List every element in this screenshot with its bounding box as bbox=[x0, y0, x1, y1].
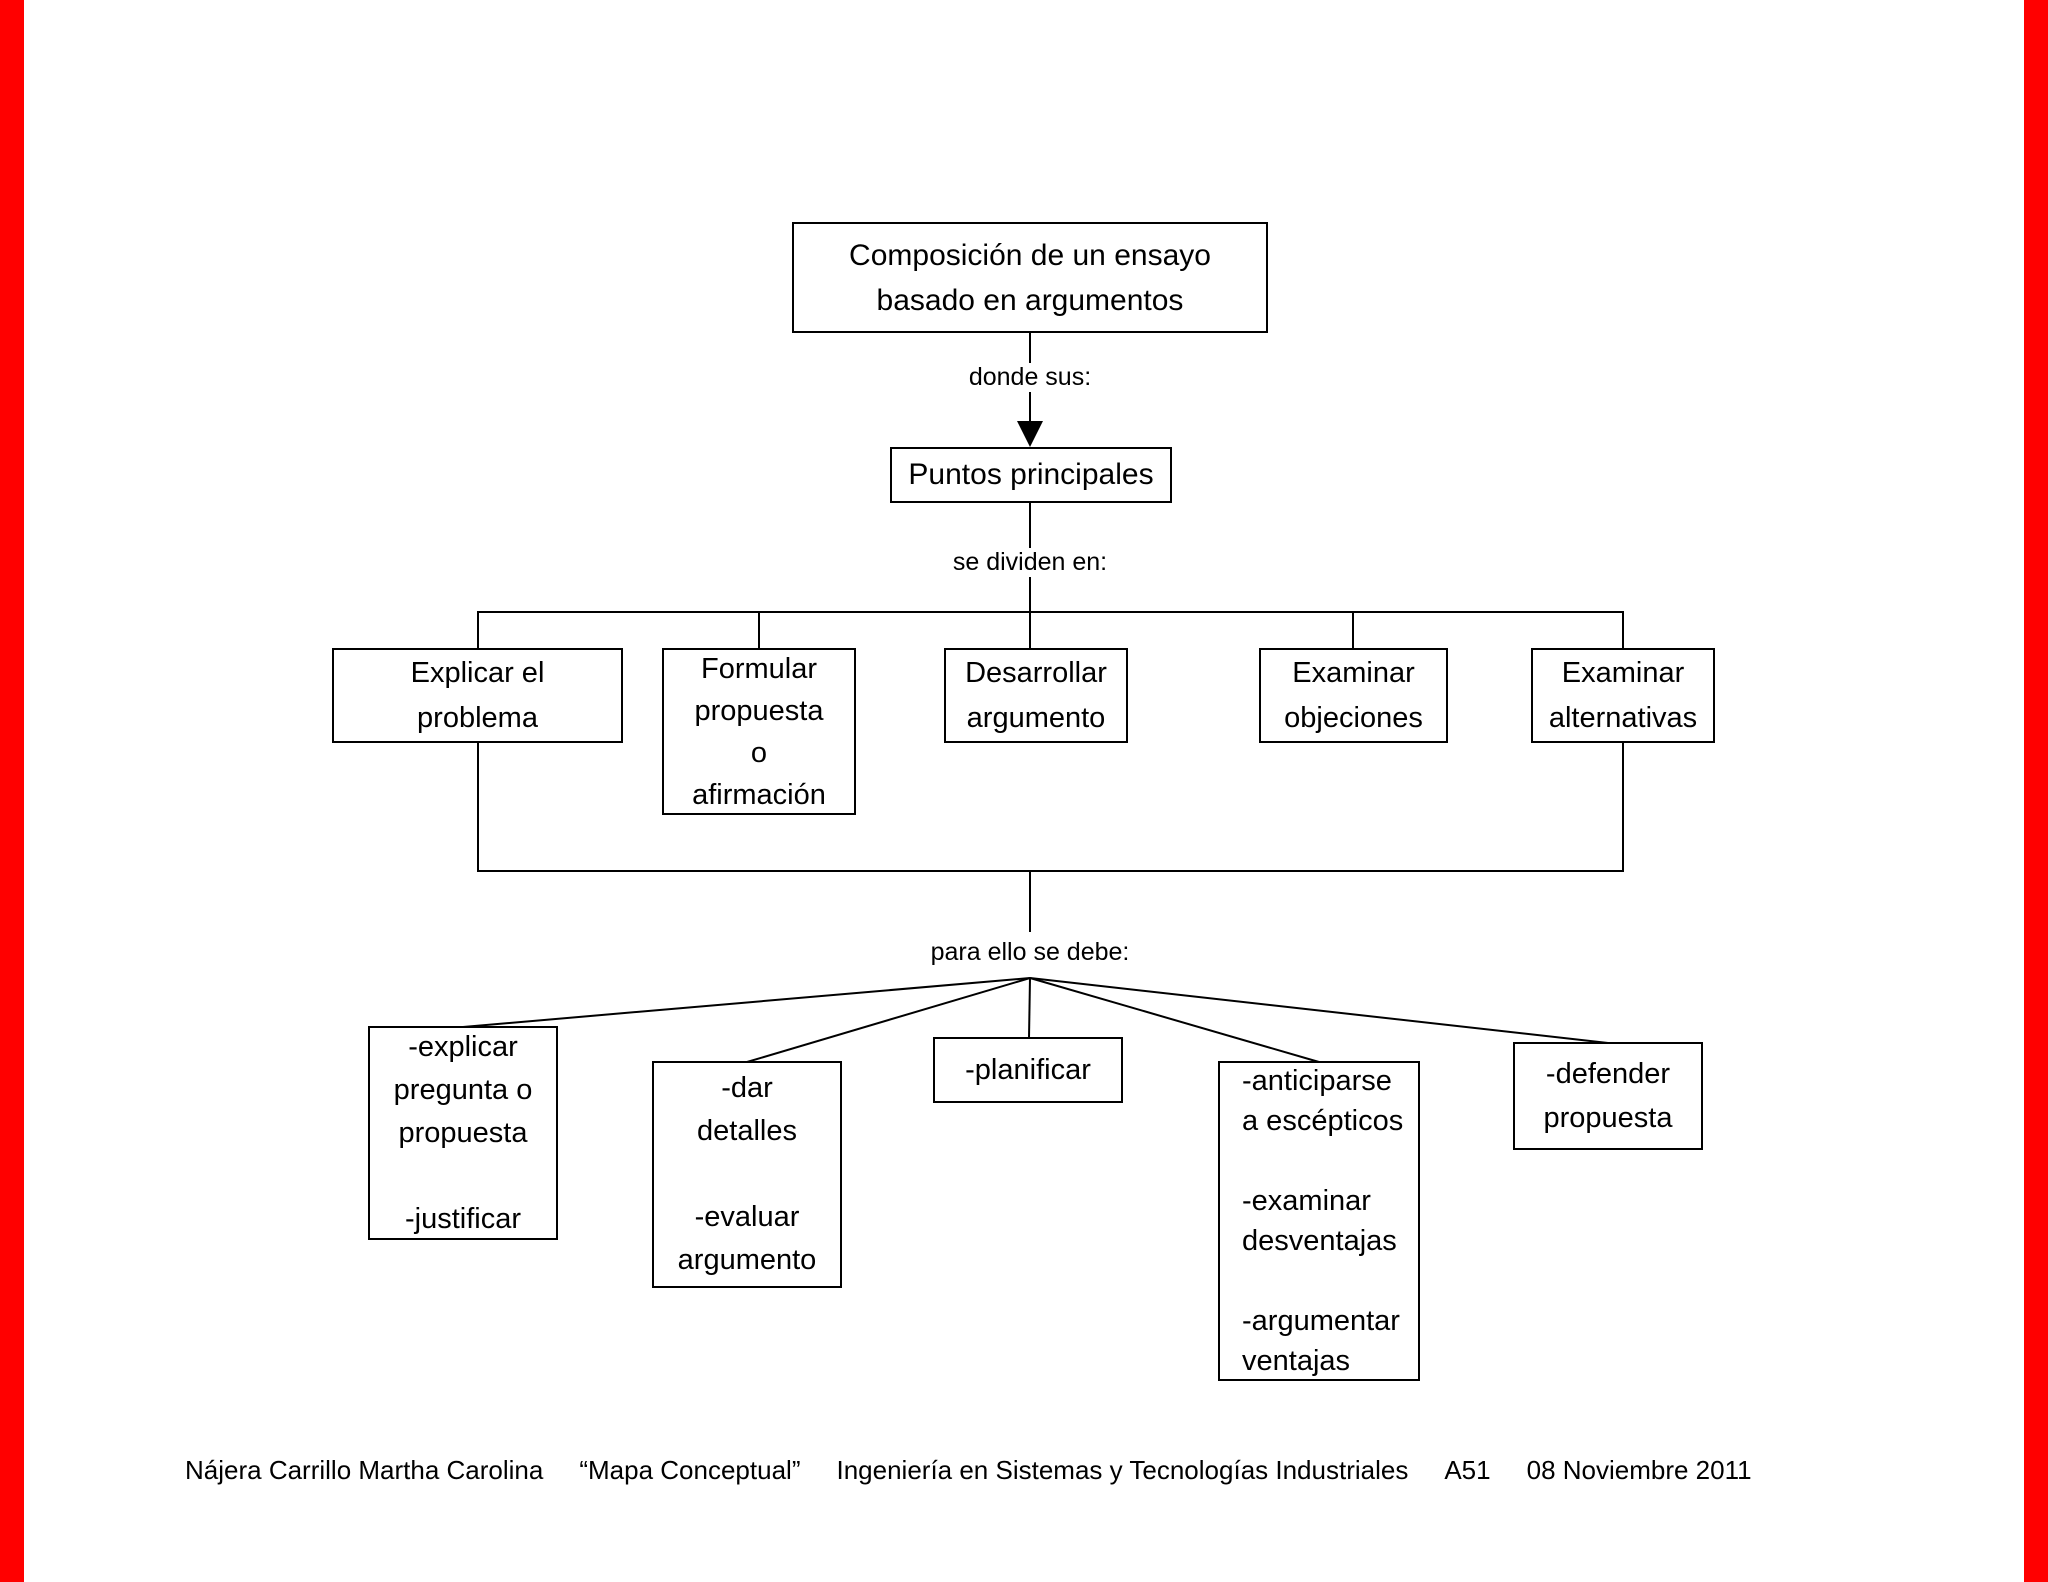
footer-credit-line: Nájera Carrillo Martha Carolina “Mapa Co… bbox=[185, 1455, 1752, 1486]
branch-node-examinar-objeciones: Examinar objeciones bbox=[1259, 648, 1448, 743]
main-points-node: Puntos principales bbox=[890, 447, 1172, 503]
branch-bus-line bbox=[477, 611, 1624, 613]
link-label-se-dividen: se dividen en: bbox=[944, 548, 1116, 577]
action-node-anticiparse: -anticiparse a escépticos -examinar desv… bbox=[1218, 1061, 1420, 1381]
branch-node-desarrollar-argumento: Desarrollar argumento bbox=[944, 648, 1128, 743]
link-label-para-ello: para ello se debe: bbox=[922, 938, 1138, 967]
right-edge-bar bbox=[2024, 0, 2048, 1582]
gather-line-left bbox=[477, 743, 479, 872]
branch-tick-5 bbox=[1622, 611, 1624, 649]
gather-center-line bbox=[1029, 870, 1031, 932]
root-node: Composición de un ensayo basado en argum… bbox=[792, 222, 1268, 333]
left-edge-bar bbox=[0, 0, 24, 1582]
gather-bus-line bbox=[477, 870, 1624, 872]
link-label-donde-sus: donde sus: bbox=[960, 363, 1100, 392]
branch-node-explicar-problema: Explicar el problema bbox=[332, 648, 623, 743]
gather-line-right bbox=[1622, 743, 1624, 872]
footer-author: Nájera Carrillo Martha Carolina bbox=[185, 1455, 544, 1485]
footer-program: Ingeniería en Sistemas y Tecnologías Ind… bbox=[836, 1455, 1409, 1485]
arrowhead-down-icon bbox=[1017, 421, 1043, 447]
branch-node-examinar-alternativas: Examinar alternativas bbox=[1531, 648, 1715, 743]
branch-tick-1 bbox=[477, 611, 479, 649]
action-node-explicar-justificar: -explicar pregunta o propuesta -justific… bbox=[368, 1026, 558, 1240]
branch-tick-4 bbox=[1352, 611, 1354, 649]
action-node-defender-propuesta: -defender propuesta bbox=[1513, 1042, 1703, 1150]
action-node-dar-detalles: -dar detalles -evaluar argumento bbox=[652, 1061, 842, 1288]
footer-group: A51 bbox=[1444, 1455, 1491, 1485]
branch-tick-3 bbox=[1029, 611, 1031, 649]
action-node-planificar: -planificar bbox=[933, 1037, 1123, 1103]
branch-tick-2 bbox=[758, 611, 760, 649]
footer-title: “Mapa Conceptual” bbox=[579, 1455, 801, 1485]
branch-node-formular-propuesta: Formular propuesta o afirmación bbox=[662, 648, 856, 815]
footer-date: 08 Noviembre 2011 bbox=[1526, 1455, 1752, 1485]
